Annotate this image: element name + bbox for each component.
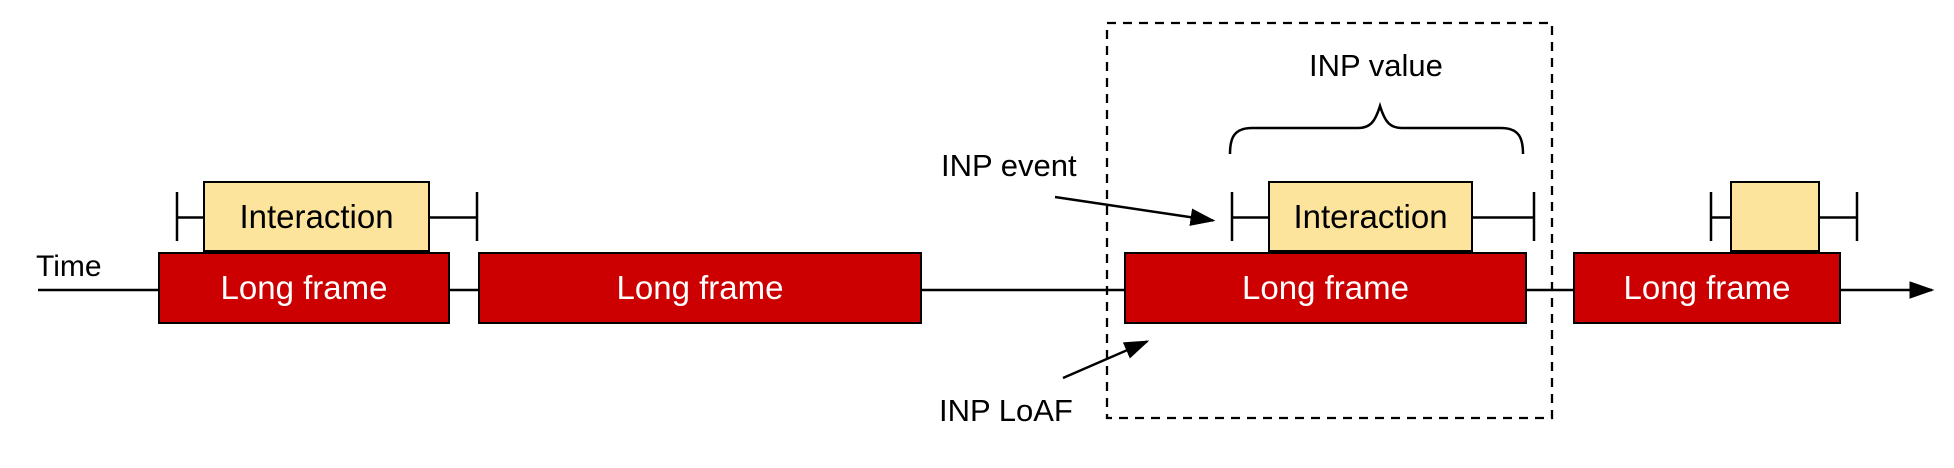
inp-event-arrow-icon: [1054, 195, 1216, 226]
time-axis-label: Time: [36, 250, 102, 283]
interaction-2-left-whisker: [1230, 192, 1269, 241]
interaction-3-right-whisker: [1820, 192, 1859, 241]
interaction-box-3: [1730, 181, 1820, 252]
long-frame-box-4: Long frame: [1573, 252, 1841, 324]
long-frame-box-3: Long frame: [1124, 252, 1527, 324]
inp-loaf-dashed-region: [1105, 21, 1554, 420]
interaction-2-right-whisker: [1473, 192, 1536, 241]
inp-value-label: INP value: [1309, 48, 1443, 83]
long-frame-box-2: Long frame: [478, 252, 922, 324]
interaction-1-right-whisker: [430, 192, 479, 241]
inp-event-label: INP event: [941, 148, 1077, 183]
inp-value-brace-icon: [1228, 101, 1525, 155]
interaction-box-1: Interaction: [203, 181, 430, 252]
interaction-1-left-whisker: [175, 192, 204, 241]
inp-loaf-arrow-icon: [1062, 340, 1150, 380]
long-frame-box-1: Long frame: [158, 252, 450, 324]
interaction-box-2: Interaction: [1268, 181, 1473, 252]
inp-loaf-label: INP LoAF: [939, 393, 1073, 428]
interaction-3-left-whisker: [1709, 192, 1731, 241]
